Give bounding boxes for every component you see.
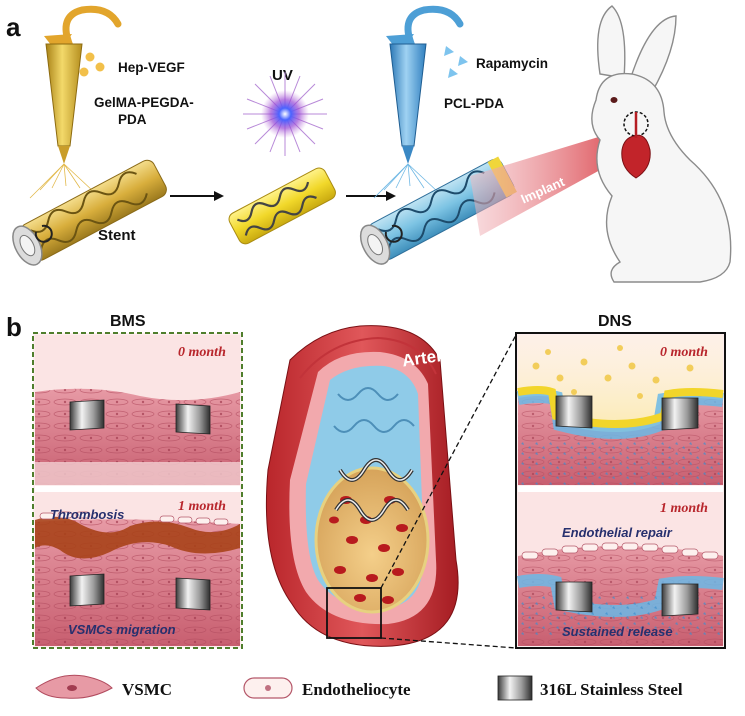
printer-gelma [29,5,122,199]
label-thrombosis: Thrombosis [50,507,124,522]
bms-bottom-time: 1 month [178,499,226,514]
hep-vegf-dot [95,62,105,72]
nozzle-gold [45,43,83,147]
legend-steel: 316L Stainless Steel [540,680,683,699]
legend-vsmc: VSMC [122,680,172,699]
thrombus-layer [35,516,240,559]
bms-0-month [35,335,240,485]
dns-title: DNS [598,313,632,330]
steel-strut [661,583,699,617]
fibers-blue [373,163,439,199]
endotheliocyte-icon-nucleus [265,685,271,691]
heart-icon [621,134,651,179]
label-uv: UV [272,67,293,84]
rapamycin-particle [448,68,458,78]
rabbit-illustration [591,5,732,283]
uv-light-icon [243,72,327,156]
dns-divider [518,486,723,492]
label-vsmc-migration: VSMCs migration [68,622,176,637]
steel-strut [69,573,105,607]
rapamycin-particle [444,46,454,56]
legend: VSMC Endotheliocyte 316L Stainless Steel [35,674,683,701]
label-sustained-release: Sustained release [562,624,673,639]
steel-strut [555,581,593,613]
printer-pcl [373,5,468,199]
steel-strut [69,399,105,431]
steel-strut [175,403,211,435]
nozzle-tip-gold [58,146,70,164]
bms-top-time: 0 month [178,345,226,360]
nozzle-blue [389,43,427,147]
label-hep-vegf: Hep-VEGF [118,60,185,75]
legend-endotheliocyte: Endotheliocyte [302,680,411,699]
fibers-gold [29,163,95,199]
curved-arrow-gold [62,5,122,50]
rotation-icon [34,224,53,243]
process-arrowhead [214,191,224,201]
dns-0-month [516,335,724,485]
dns-top-time: 0 month [660,345,708,360]
steel-icon [497,675,533,701]
label-gelma-line2: PDA [118,112,147,127]
hep-vegf-dot [79,67,89,77]
label-rapamycin: Rapamycin [476,56,548,71]
dns-bottom-time: 1 month [660,501,708,516]
label-stent: Stent [98,227,136,244]
nozzle-tip-blue [402,146,414,164]
stent-uv-crosslinked [228,167,336,245]
label-gelma-line1: GelMA-PEGDA- [94,95,194,110]
rabbit-eye [610,97,618,103]
bms-divider [35,486,240,492]
rapamycin-particle [458,56,468,66]
process-arrowhead [386,191,396,201]
endothelium-row [39,511,229,526]
vegf-dots [532,345,703,399]
rotation-icon [384,224,403,243]
rabbit-ear [629,15,677,93]
hep-vegf-dot [85,52,95,62]
dns-1-month [516,492,724,646]
bms-1-month [35,492,240,646]
label-pcl-pda: PCL-PDA [444,96,504,111]
rabbit-body [591,72,732,283]
steel-strut [661,397,699,431]
vsmc-icon-nucleus [67,685,77,691]
steel-strut [555,395,593,429]
panel-b-letter: b [6,312,22,342]
artery-illustration [265,325,459,647]
curved-arrow-blue [404,5,464,50]
endothelium-row [521,542,719,560]
zoom-box [326,587,382,639]
rabbit-ear [597,5,626,79]
red-blood-cells [329,496,408,604]
label-endothelial-repair: Endothelial repair [562,525,673,540]
steel-strut [175,577,211,611]
stent-gold [12,159,167,266]
zoom-line [380,637,517,649]
panel-a-letter: a [6,12,21,42]
bms-title: BMS [110,313,146,330]
